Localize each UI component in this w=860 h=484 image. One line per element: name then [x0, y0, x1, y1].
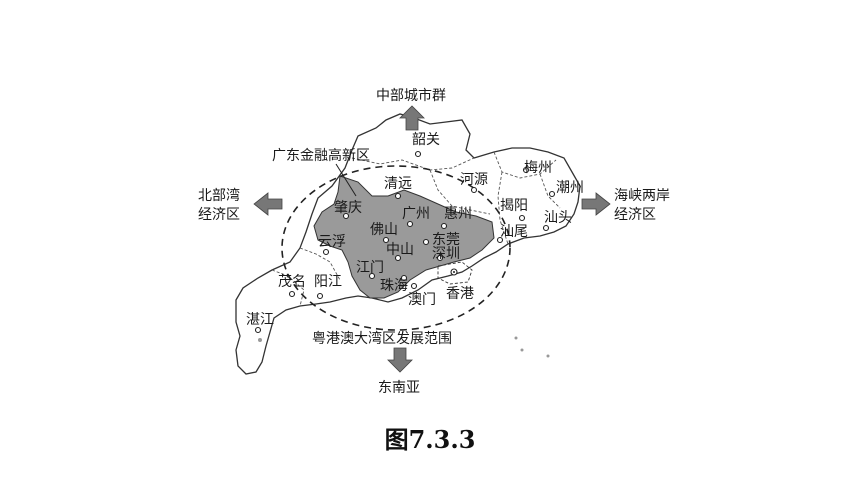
marker-shenzhen [436, 254, 444, 262]
city-label-guangzhou: 广州 [402, 206, 430, 222]
city-label-zhongshan: 中山 [386, 242, 414, 258]
city-label-maoming: 茂名 [278, 273, 306, 290]
marker-jieyang [518, 214, 526, 222]
city-label-heyuan: 河源 [460, 172, 488, 188]
arrow-north-label: 中部城市群 [376, 87, 446, 104]
marker-qingyuan [394, 192, 402, 200]
arrow-east [581, 192, 611, 216]
arrow-west-label-line1: 北部湾 [198, 187, 240, 204]
arrow-west [253, 192, 283, 216]
marker-yunfu [322, 248, 330, 256]
marker-maoming [288, 290, 296, 298]
marker-chaozhou [548, 190, 556, 198]
arrow-west-label-line2: 经济区 [198, 207, 240, 223]
city-label-zhuhai: 珠海 [380, 278, 408, 294]
marker-foshan [382, 236, 390, 244]
marker-shantou [542, 224, 550, 232]
city-label-jiangmen: 江门 [356, 260, 384, 276]
city-label-meizhou: 梅州 [524, 160, 552, 176]
city-label-shaoguan: 韶关 [412, 132, 440, 148]
city-label-yunfu: 云浮 [318, 234, 346, 250]
arrow-south [387, 347, 413, 373]
marker-zhongshan [394, 254, 402, 262]
bay-area-shaded-region [313, 175, 495, 299]
marker-shaoguan [414, 150, 422, 158]
marker-jiangmen [368, 272, 376, 280]
city-label-dongguan: 东莞 [432, 232, 460, 248]
marker-yangjiang [316, 292, 324, 300]
city-label-jieyang: 揭阳 [500, 198, 528, 214]
city-borders [271, 151, 561, 307]
marker-zhuhai [400, 274, 408, 282]
bay-area-scope-ellipse [281, 165, 511, 331]
city-label-yangjiang: 阳江 [314, 274, 342, 290]
city-label-huizhou: 惠州 [444, 206, 472, 222]
marker-guangzhou [406, 220, 414, 228]
marker-heyuan [470, 186, 478, 194]
arrow-south-label: 东南亚 [378, 380, 420, 396]
marker-meizhou [522, 166, 530, 174]
city-label-shanwei: 汕尾 [500, 224, 528, 240]
figure-caption: 图7.3.3 [384, 425, 476, 454]
marker-zhanjiang [254, 326, 262, 334]
arrow-east-label-line2: 经济区 [614, 207, 656, 223]
bay-area-scope-label: 粤港澳大湾区发展范围 [312, 330, 452, 347]
arrow-north [399, 105, 425, 131]
marker-dongguan [422, 238, 430, 246]
city-label-qingyuan: 清远 [384, 176, 412, 192]
city-label-hongkong: 香港 [446, 286, 474, 302]
city-label-foshan: 佛山 [370, 222, 398, 238]
marker-huizhou [440, 222, 448, 230]
islands [258, 336, 550, 358]
city-label-macau: 澳门 [408, 292, 436, 308]
marker-shanwei [496, 236, 504, 244]
city-markers [254, 150, 556, 334]
arrow-east-label-line1: 海峡两岸 [614, 188, 670, 204]
finance-zone-leader [335, 163, 357, 197]
marker-macau [410, 282, 418, 290]
city-label-zhaoqing: 肇庆 [334, 200, 362, 216]
hongkong-boundary [437, 261, 473, 285]
city-label-shantou: 汕头 [544, 210, 572, 226]
city-label-chaozhou: 潮州 [556, 180, 584, 196]
marker-zhaoqing [342, 212, 350, 220]
finance-zone-label: 广东金融高新区 [272, 147, 370, 164]
city-label-shenzhen: 深圳 [432, 246, 460, 262]
hongkong-marker [450, 268, 458, 276]
city-label-zhanjiang: 湛江 [246, 312, 274, 328]
